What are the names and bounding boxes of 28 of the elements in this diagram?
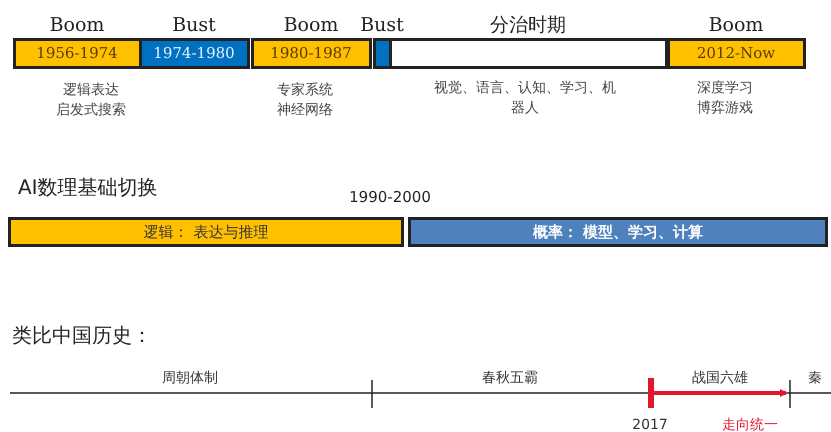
topic-note: 逻辑表达 (63, 81, 119, 100)
topic-note: 专家系统 (277, 81, 333, 100)
section-title: AI数理基础切换 (18, 174, 159, 201)
topic-note: 神经网络 (277, 101, 333, 120)
era-label: 战国六雄 (691, 369, 749, 388)
era-bar: 逻辑： 表达与推理 (8, 217, 404, 247)
topic-note: 视觉、语言、认知、学习、机器人 (433, 79, 617, 118)
era-label: 周朝体制 (161, 369, 219, 388)
period-heading: Bust (172, 13, 216, 38)
year-range-label: 1990-2000 (348, 187, 432, 208)
era-bar: 概率： 模型、学习、计算 (408, 217, 828, 247)
period-heading: Bust (360, 13, 404, 38)
annotation-label: 走向统一 (721, 416, 779, 432)
year-range: 1956-1974 (36, 43, 118, 64)
year-range: 1974-1980 (153, 43, 235, 64)
topic-note: 启发式搜索 (56, 101, 126, 120)
section-title: 类比中国历史： (12, 322, 153, 349)
period-heading: Boom (284, 13, 338, 38)
year-label: 2017 (631, 416, 669, 432)
period-heading: Boom (708, 13, 764, 38)
year-range: 2012-Now (696, 43, 776, 64)
period-heading: 分治时期 (490, 13, 566, 38)
topic-note: 深度学习 (697, 79, 753, 98)
period-heading: Boom (50, 13, 104, 38)
topic-note: 博弈游戏 (697, 99, 753, 118)
year-range: 1980-1987 (270, 43, 352, 64)
era-label: 秦 (807, 369, 823, 388)
era-label: 春秋五霸 (481, 369, 539, 388)
